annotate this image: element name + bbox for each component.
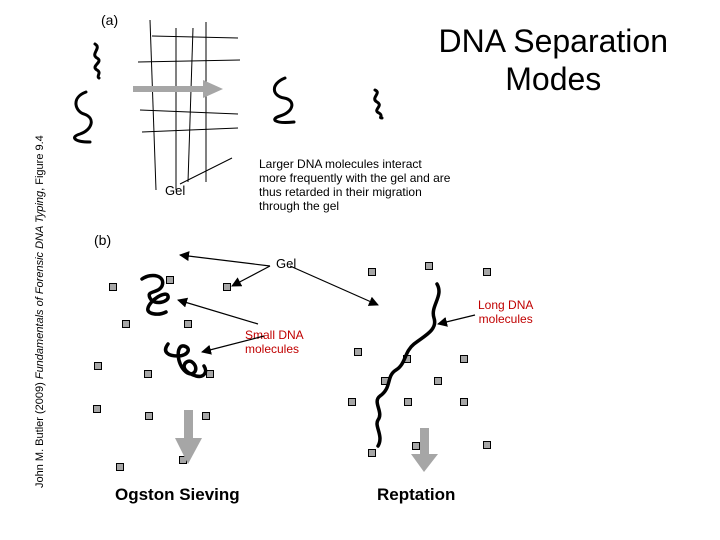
gel-particle: [434, 377, 442, 385]
gel-particle: [223, 283, 231, 291]
gel-particle: [166, 276, 174, 284]
small-dna-molecule: [163, 342, 208, 379]
long-dna-label: Long DNA molecules: [478, 298, 533, 326]
gel-squares: [93, 262, 491, 471]
gel-particle: [116, 463, 124, 471]
migration-arrow: [133, 80, 223, 98]
gel-line: [141, 127, 239, 133]
dna-molecule-small: [93, 42, 101, 80]
gel-line: [187, 27, 194, 183]
gel-particle: [93, 405, 101, 413]
small-dna-pointer-arrow: [201, 335, 265, 355]
panel-a-gel-label: Gel: [165, 183, 186, 198]
title-line-1: DNA Separation: [438, 23, 668, 59]
gel-particle: [412, 442, 420, 450]
panel-a-label: (a): [101, 12, 119, 28]
panel-a-caption: Larger DNA molecules interact more frequ…: [259, 157, 489, 213]
gel-particle: [122, 320, 130, 328]
gel-particle: [184, 320, 192, 328]
small-dna-label-line-2: molecules: [245, 342, 300, 356]
gel-particle: [144, 370, 152, 378]
reptation-direction-arrow: [411, 428, 438, 472]
small-dna-pointer-arrow: [177, 297, 259, 325]
gel-particle: [425, 262, 433, 270]
ogston-direction-arrow: [175, 410, 202, 464]
dna-molecule-small: [373, 88, 384, 120]
gel-line: [151, 35, 239, 39]
gel-line: [137, 59, 241, 63]
small-dna-label: Small DNA molecules: [245, 328, 304, 356]
gel-particle: [145, 412, 153, 420]
gel-particle: [202, 412, 210, 420]
dna-molecule-large: [272, 76, 296, 124]
ogston-sieving-label: Ogston Sieving: [115, 485, 240, 504]
caption-line-2: more frequently with the gel and are: [259, 171, 451, 185]
long-dna-molecule: [375, 282, 441, 448]
gel-particle: [404, 398, 412, 406]
gel-grid: [137, 19, 241, 191]
gel-particle: [368, 449, 376, 457]
gel-particle: [483, 268, 491, 276]
gel-pointer-arrow: [289, 265, 379, 306]
gel-particle: [109, 283, 117, 291]
caption-line-4: through the gel: [259, 199, 340, 213]
long-dna-label-line-1: Long DNA: [478, 298, 534, 312]
gel-pointer-arrow: [179, 251, 271, 267]
gel-particle: [460, 355, 468, 363]
long-dna-label-line-2: molecules: [478, 312, 533, 326]
gel-particle: [483, 441, 491, 449]
gel-particle: [460, 398, 468, 406]
small-dna-molecule: [140, 273, 170, 316]
panel-b-gel-label: Gel: [276, 256, 297, 271]
caption-line-1: Larger DNA molecules interact: [259, 157, 422, 171]
gel-line: [149, 19, 157, 191]
gel-particle: [368, 268, 376, 276]
reptation-label: Reptation: [377, 485, 456, 504]
dna-molecule-large: [73, 90, 93, 144]
panel-b-label: (b): [94, 232, 112, 248]
long-dna-pointer-arrow: [437, 314, 476, 327]
gel-particle: [94, 362, 102, 370]
gel-particle: [348, 398, 356, 406]
small-dna-label-line-1: Small DNA: [245, 328, 304, 342]
gel-line: [139, 109, 239, 115]
gel-pointer: [179, 157, 233, 185]
slide-title: DNA Separation Modes: [439, 22, 668, 98]
gel-pointer-arrow: [231, 265, 271, 287]
gel-particle: [354, 348, 362, 356]
title-line-2: Modes: [505, 61, 602, 97]
caption-line-3: thus retarded in their migration: [259, 185, 422, 199]
gel-particle: [206, 370, 214, 378]
